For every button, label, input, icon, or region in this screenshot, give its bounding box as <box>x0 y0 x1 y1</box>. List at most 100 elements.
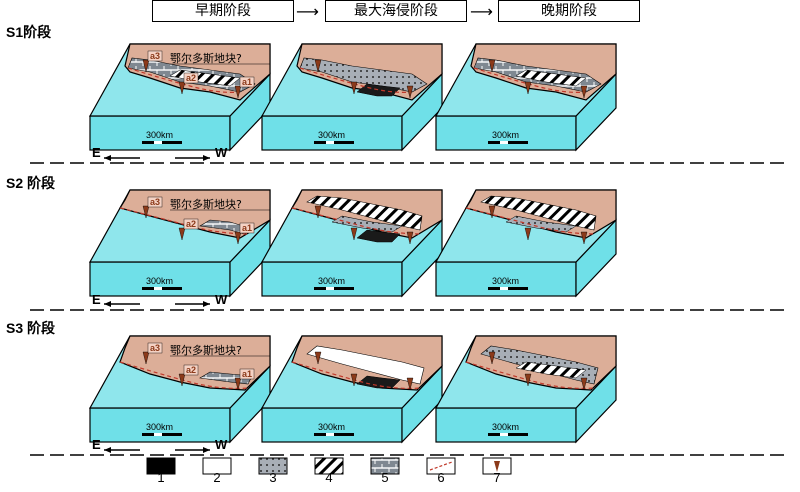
well-label-box <box>147 342 163 354</box>
well-marker <box>314 59 322 73</box>
west-label-row1: W <box>215 145 228 160</box>
legend-label-1: 1 <box>157 470 165 485</box>
facies-belt <box>480 195 597 231</box>
shoreline <box>119 361 249 389</box>
stage-label-s1: S1阶段 <box>6 24 52 40</box>
scale-bar-gap <box>326 433 334 436</box>
facies-belt <box>299 57 428 93</box>
legend-swatch-2 <box>202 457 232 475</box>
phase-late-header: 晚期阶段 <box>498 0 640 22</box>
phase-max-transgression-header: 最大海侵阶段 <box>325 0 467 22</box>
well-marker <box>178 373 186 387</box>
legend-well-symbol <box>494 461 500 472</box>
well-label: a2 <box>186 219 196 229</box>
dotted-facies <box>505 215 577 233</box>
scale-label: 300km <box>492 276 519 286</box>
east-arrowhead <box>104 155 111 161</box>
well-marker <box>488 59 496 73</box>
shoreline <box>127 67 241 93</box>
well-label-box <box>183 218 199 230</box>
west-arrowhead <box>203 155 210 161</box>
well-marker <box>406 231 414 245</box>
well-marker <box>234 85 242 99</box>
block-r2-c3: 300km <box>434 189 617 298</box>
scale-bar-gap <box>326 287 334 290</box>
shoreline <box>291 361 421 389</box>
scale-bar-gap <box>154 433 162 436</box>
block-r1-c2: 300km <box>260 43 443 152</box>
scale-bar-gap <box>500 141 508 144</box>
well-marker <box>580 85 588 99</box>
east-arrowhead <box>104 301 111 307</box>
shoreline <box>465 207 597 235</box>
landmass-label: 鄂尔多斯地块? <box>170 197 242 211</box>
hatched-facies <box>515 361 587 379</box>
scale-bar-gap <box>154 287 162 290</box>
well-label: a3 <box>150 197 160 207</box>
block-front-face <box>89 261 231 297</box>
dark-facies <box>356 375 401 389</box>
well-label-box <box>147 196 163 208</box>
well-marker <box>142 351 150 365</box>
scale-bar-gap <box>500 433 508 436</box>
well-label: a3 <box>150 343 160 353</box>
well-label: a1 <box>242 369 252 379</box>
well-label-box <box>239 222 255 234</box>
block-front-face <box>435 407 577 443</box>
phase-arrow-1: ⟶ <box>296 2 319 21</box>
well-marker <box>488 351 496 365</box>
shoreline <box>465 361 595 389</box>
scale-bar-gap <box>500 287 508 290</box>
stage-label-s3: S3 阶段 <box>6 320 56 336</box>
dotted-facies <box>331 215 403 233</box>
scale-label: 300km <box>492 422 519 432</box>
east-arrowhead <box>104 447 111 453</box>
well-label-box <box>183 72 199 84</box>
scale-label: 300km <box>146 422 173 432</box>
scale-label: 300km <box>318 422 345 432</box>
legend-swatch-1 <box>146 457 176 475</box>
shoreline <box>291 207 423 235</box>
scale-label: 300km <box>318 130 345 140</box>
legend-label-6: 6 <box>437 470 445 485</box>
east-label-row1: E <box>92 145 101 160</box>
shoreline <box>473 67 587 93</box>
west-arrowhead <box>203 447 210 453</box>
well-marker <box>524 81 532 95</box>
scale-label: 300km <box>492 130 519 140</box>
phase-arrow-2: ⟶ <box>470 2 493 21</box>
block-front-face <box>89 115 231 151</box>
block-front-face <box>435 115 577 151</box>
legend-label-2: 2 <box>213 470 221 485</box>
well-label: a1 <box>242 77 252 87</box>
block-front-face <box>89 407 231 443</box>
block-r3-c2: 300km <box>260 335 443 444</box>
block-r2-c2: 300km <box>260 189 443 298</box>
well-marker <box>524 373 532 387</box>
well-marker <box>234 231 242 245</box>
well-label: a2 <box>186 73 196 83</box>
legend-label-7: 7 <box>493 470 501 485</box>
block-r3-c3: 300km <box>434 335 617 444</box>
well-marker <box>142 59 150 73</box>
well-marker <box>350 373 358 387</box>
well-label-box <box>183 364 199 376</box>
legend-shoreline-symbol <box>429 461 453 471</box>
scale-bar-gap <box>326 141 334 144</box>
west-label-row3: W <box>215 437 228 452</box>
well-label-box <box>239 76 255 88</box>
well-marker <box>580 377 588 391</box>
legend-label-5: 5 <box>381 470 389 485</box>
well-marker <box>234 377 242 391</box>
hatched-facies <box>515 69 587 87</box>
scale-bar-gap <box>154 141 162 144</box>
scale-label: 300km <box>146 276 173 286</box>
landmass-label: 鄂尔多斯地块? <box>170 51 242 65</box>
well-marker <box>406 85 414 99</box>
well-marker <box>314 351 322 365</box>
landmass-label: 鄂尔多斯地块? <box>170 343 242 357</box>
well-marker <box>178 81 186 95</box>
